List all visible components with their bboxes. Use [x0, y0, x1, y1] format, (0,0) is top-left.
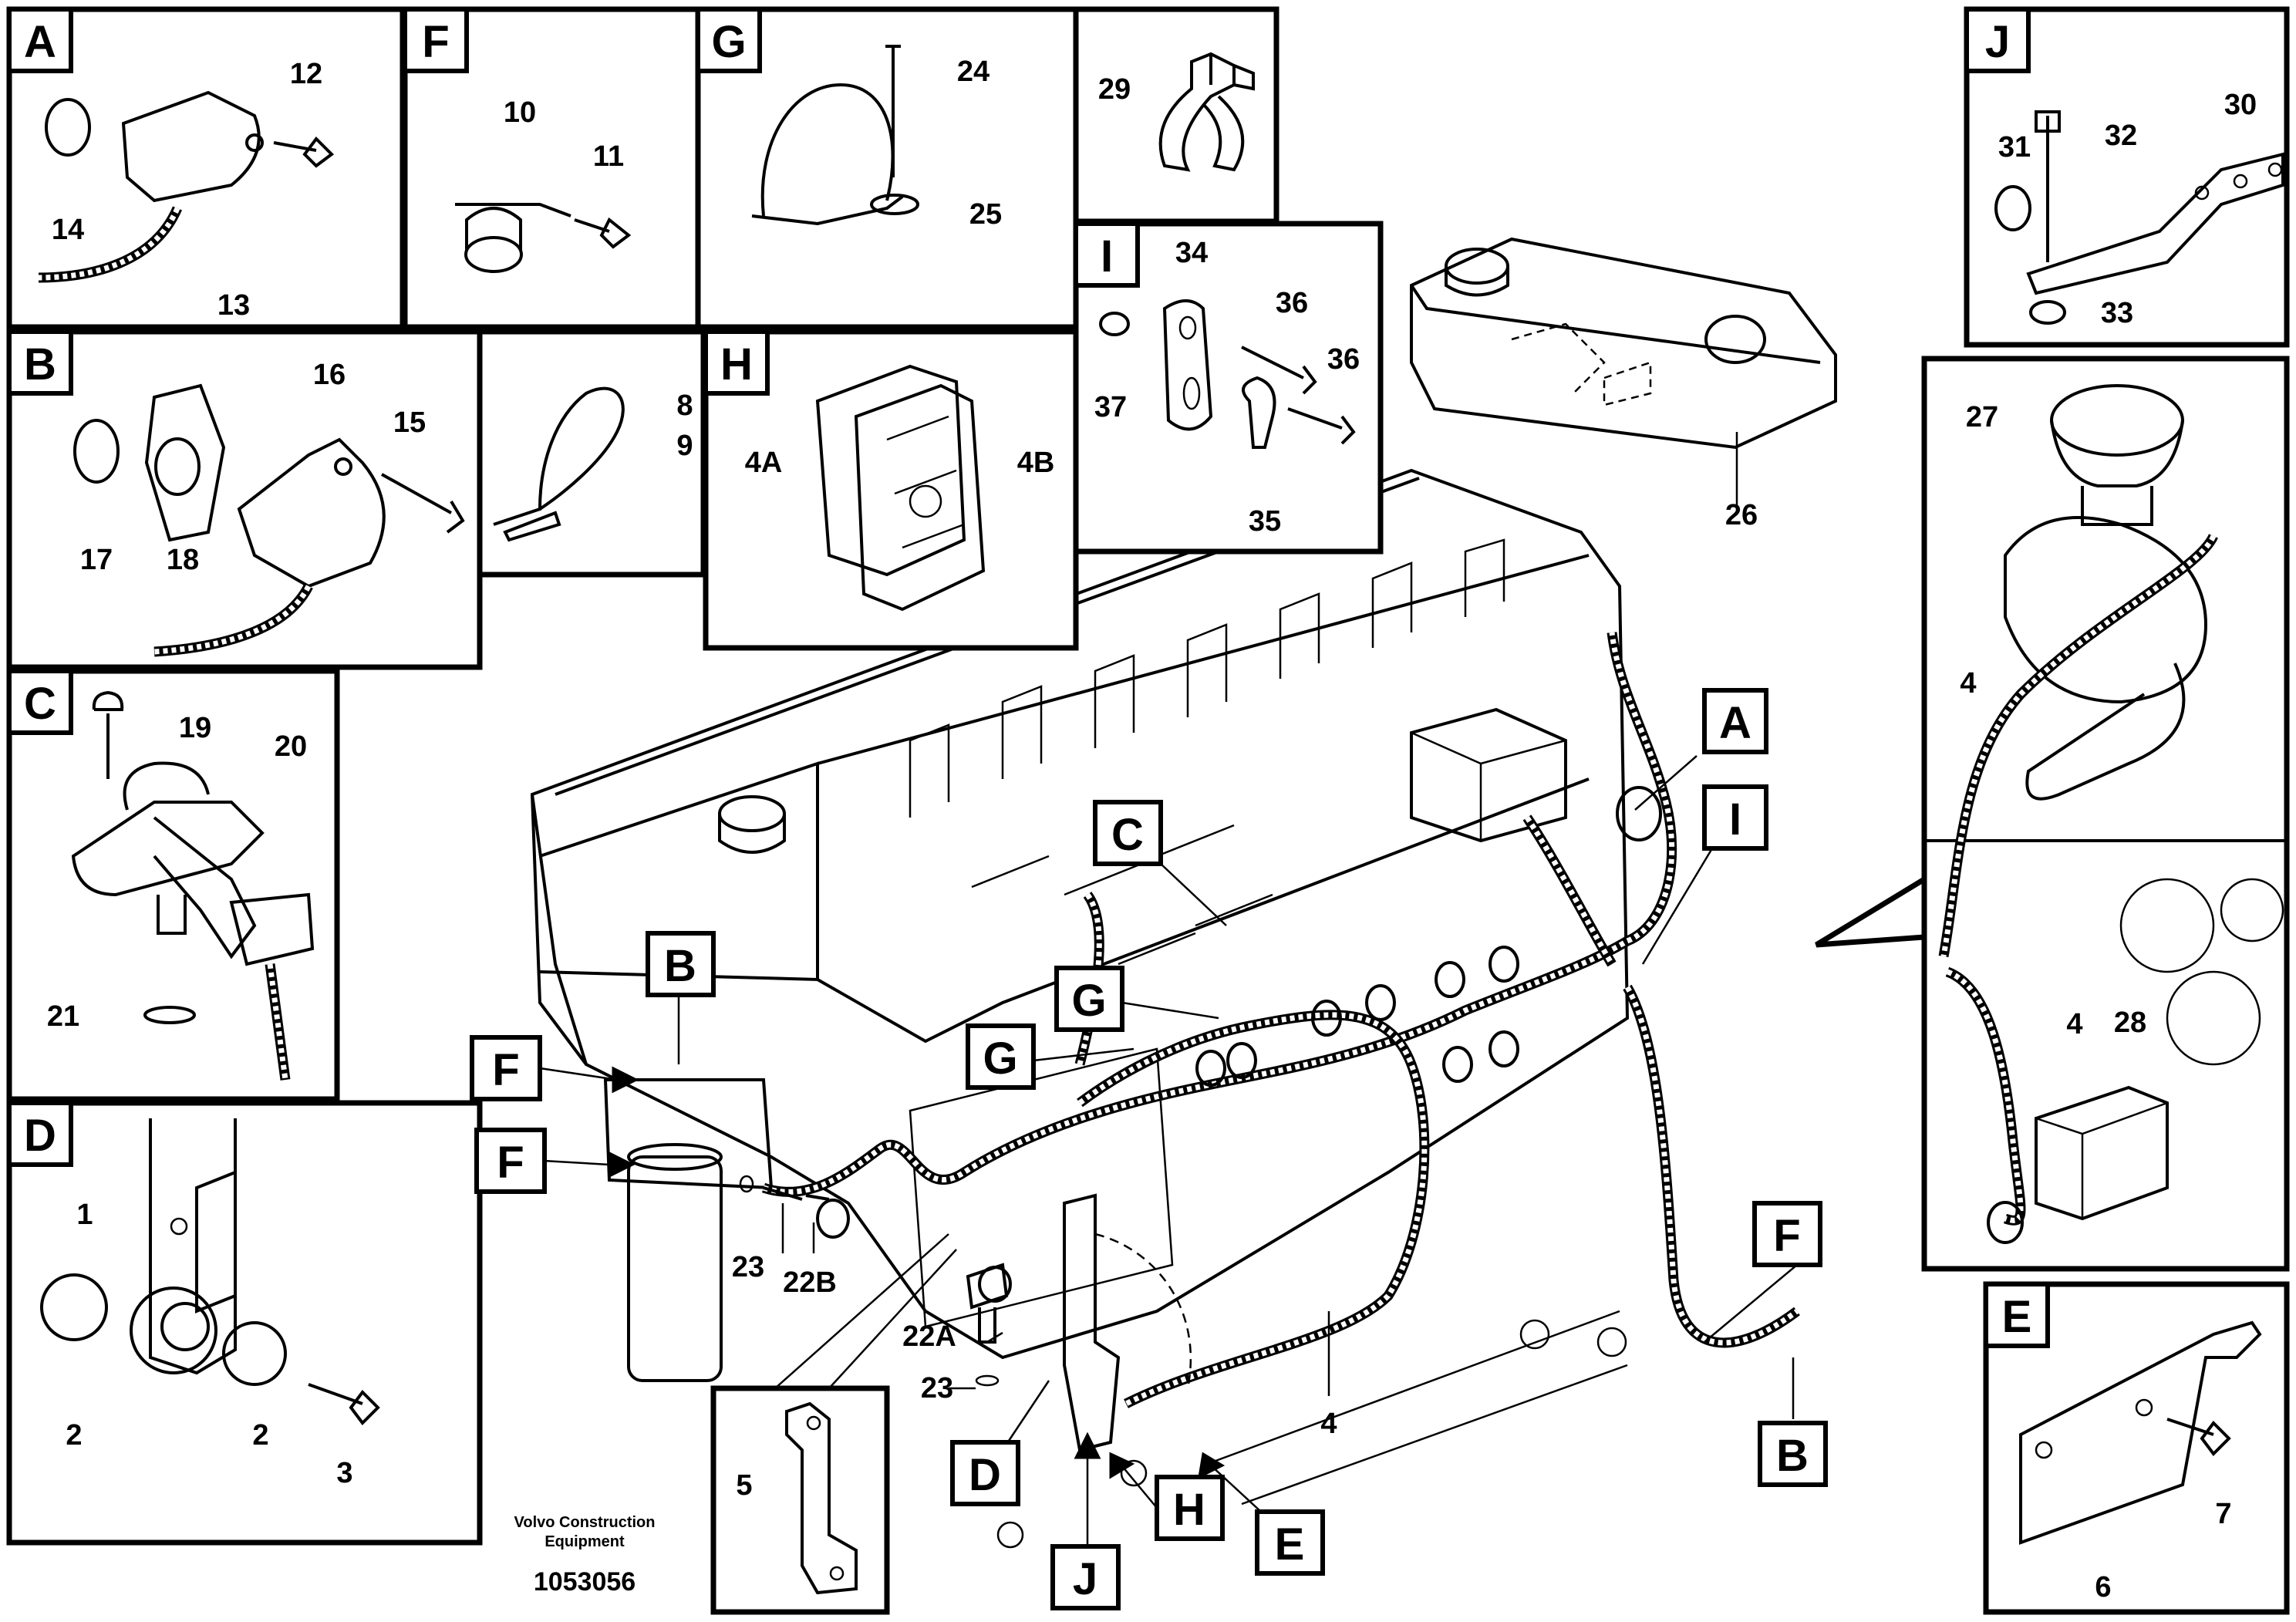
panel-I-letter: I [1101, 231, 1113, 282]
panel-G: G 24 25 [695, 6, 1079, 330]
panel-H-letter: H [720, 339, 753, 389]
callout-A: A [1719, 698, 1752, 748]
part-label: 27 [1966, 401, 1998, 433]
panel-H: H 4A 4B [703, 329, 1079, 651]
panel-B: B 16 15 17 18 [6, 329, 483, 670]
part-label: 11 [593, 140, 624, 173]
panel-C-letter: C [24, 679, 56, 729]
panel-F: F 10 11 [402, 6, 701, 330]
part-label: 15 [393, 406, 426, 439]
part-label-23b: 23 [921, 1372, 953, 1404]
part-label: 28 [2114, 1007, 2146, 1039]
part-label: 32 [2105, 120, 2137, 152]
part-label: 13 [217, 289, 250, 322]
panel-E-letter: E [2002, 1292, 2032, 1342]
part-label: 31 [1998, 131, 2031, 164]
part-label: 37 [1094, 391, 1127, 423]
part-label: 14 [52, 214, 84, 246]
part-label: 33 [2101, 297, 2133, 329]
panel-G-letter: G [711, 17, 746, 67]
part-label-harness: 4 [1320, 1408, 1337, 1440]
part-label: 3 [336, 1457, 352, 1489]
part-label: 29 [1098, 73, 1131, 106]
callout-F-right: F [1773, 1211, 1800, 1261]
callout-I: I [1729, 794, 1741, 845]
part-label: 7 [2215, 1498, 2231, 1530]
part-label: 18 [167, 544, 199, 576]
part-label: 1 [76, 1199, 93, 1231]
panel-A-letter: A [24, 17, 56, 67]
part-label: 20 [275, 730, 307, 763]
panel-right-detail: 27 4 4 28 [1815, 356, 2290, 1272]
callout-E: E [1275, 1519, 1305, 1570]
panel-J-letter: J [1985, 17, 2010, 67]
part-label: 19 [179, 712, 211, 744]
callout-G-lower: G [983, 1034, 1017, 1084]
part-label: 2 [252, 1419, 268, 1452]
callouts: A I C B G G F F F B [470, 688, 1828, 1610]
part-label: 4 [2066, 1008, 2082, 1040]
callout-B-upper: B [664, 941, 696, 991]
panel-B-letter: B [24, 339, 56, 389]
panel-C: C 19 20 21 [6, 668, 340, 1102]
publisher-line-1: Volvo Construction [514, 1514, 656, 1531]
callout-G-upper: G [1071, 976, 1106, 1026]
publisher-block: Volvo Construction Equipment 1053056 [514, 1514, 656, 1597]
part-label-23a: 23 [732, 1251, 764, 1283]
part-label-22a: 22A [902, 1320, 956, 1353]
part-label: 9 [676, 430, 693, 462]
part-label: 24 [957, 56, 990, 88]
panel-D-letter: D [24, 1111, 56, 1161]
callout-F-upper: F [492, 1045, 519, 1095]
part-label: 16 [313, 359, 346, 391]
part-label: 5 [736, 1469, 752, 1502]
engine-illustration [530, 468, 1662, 1549]
wiring-harness [739, 632, 1800, 1452]
part-label-tank: 26 [1725, 499, 1758, 531]
main-part-labels: 26 4 22B 23 22A 23 [732, 499, 1758, 1440]
callout-D: D [969, 1450, 1001, 1500]
panel-J: J 30 31 32 33 [1964, 6, 2290, 348]
panel-E: E 7 6 [1983, 1281, 2290, 1615]
callout-H: H [1173, 1485, 1205, 1535]
part-label: 2 [66, 1419, 82, 1452]
part-label: 4A [745, 447, 783, 479]
part-label: 30 [2224, 89, 2257, 121]
panel-F-letter: F [422, 17, 449, 67]
part-label: 12 [290, 58, 322, 90]
part-label: 35 [1249, 505, 1281, 538]
part-label: 8 [676, 389, 693, 422]
part-label: 6 [2095, 1571, 2111, 1603]
part-label: 4 [1960, 667, 1976, 700]
callout-F-lower: F [497, 1138, 524, 1188]
part-label: 4B [1017, 447, 1055, 479]
part-label: 36 [1327, 343, 1360, 376]
publisher-line-2: Equipment [544, 1533, 625, 1550]
panel-A: A 12 14 13 [6, 6, 406, 330]
panel-bracket-5: 5 [710, 1385, 890, 1615]
panel-clip-29: 29 [1073, 6, 1279, 224]
part-label: 36 [1276, 287, 1308, 319]
part-label: 10 [504, 96, 536, 129]
callout-B-lower: B [1776, 1431, 1809, 1481]
callout-J: J [1073, 1554, 1097, 1604]
panel-I: I 34 36 36 37 35 [1073, 221, 1384, 555]
expansion-tank [1410, 237, 1837, 450]
part-label-22b: 22B [783, 1266, 837, 1299]
part-label: 21 [47, 1000, 79, 1033]
part-label: 25 [969, 198, 1002, 231]
part-label: 17 [80, 544, 113, 576]
document-number: 1053056 [534, 1567, 636, 1597]
callout-C: C [1111, 810, 1144, 860]
panel-cable-tie: 8 9 [477, 329, 706, 578]
part-label: 34 [1175, 237, 1208, 269]
panel-D: D 1 2 2 3 [6, 1100, 483, 1546]
